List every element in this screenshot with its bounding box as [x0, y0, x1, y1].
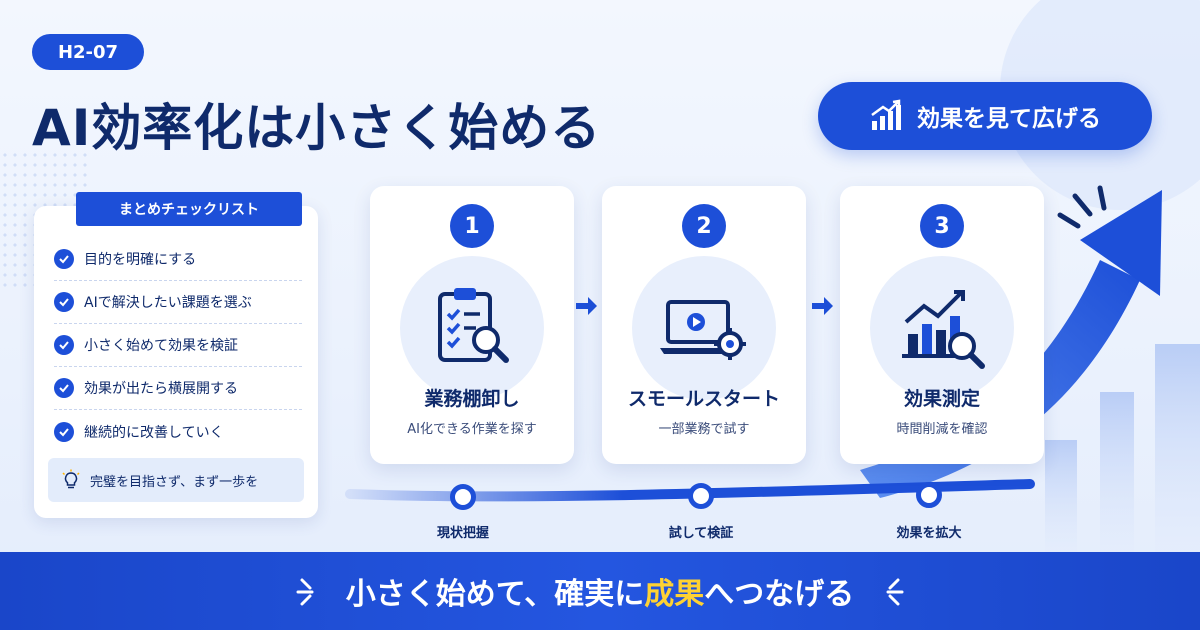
- timeline-label: 試して検証: [668, 526, 734, 541]
- slogan-part: へつなげる: [704, 577, 855, 612]
- list-item: 小さく始めて効果を検証: [54, 324, 302, 367]
- step-subtitle: AI化できる作業を探す: [407, 422, 537, 437]
- spark-right-icon: [886, 578, 904, 606]
- checklist-item-label: 目的を明確にする: [84, 252, 197, 268]
- page-title: AI効率化は小さく始める: [32, 99, 602, 157]
- step-title: 効果測定: [903, 388, 980, 410]
- timeline-node: [450, 484, 476, 510]
- slogan-part: 小さく始めて、確実に: [345, 577, 645, 612]
- check-icon: [54, 421, 74, 442]
- footer-slogan: 小さく始めて、確実に成果へつなげる: [346, 569, 855, 613]
- arrow-right-icon: [812, 297, 833, 315]
- arrow-right-icon: [576, 297, 597, 315]
- icon-background: [632, 256, 776, 400]
- step-card-1: 1 業務棚卸し AI化できる作業を探す: [370, 186, 574, 464]
- tip-box: 完璧を目指さず、まず一歩を: [48, 458, 304, 502]
- bar-chart-search-icon: [902, 290, 985, 369]
- timeline-node: [916, 482, 942, 508]
- laptop-play-gear-icon: [660, 300, 746, 360]
- step-number: 2: [682, 204, 726, 248]
- step-title: スモールスタート: [627, 388, 780, 410]
- step-number: 1: [450, 204, 494, 248]
- list-item: 効果が出たら横展開する: [54, 367, 302, 410]
- step-card-3: 3 効果測定 時間削減を確認: [840, 186, 1044, 464]
- checklist-item-label: 小さく始めて効果を検証: [84, 338, 238, 354]
- list-item: 継続的に改善していく: [54, 410, 302, 453]
- check-icon: [54, 249, 74, 269]
- step-subtitle: 時間削減を確認: [896, 422, 988, 437]
- step-number: 3: [920, 204, 964, 248]
- check-icon: [54, 335, 74, 355]
- check-icon: [54, 378, 74, 398]
- chart-up-icon: [871, 99, 901, 130]
- checklist-title: まとめチェックリスト: [76, 192, 302, 226]
- check-icon: [54, 292, 74, 312]
- expand-effect-badge: 効果を見て広げる: [818, 82, 1152, 150]
- expand-effect-label: 効果を見て広げる: [917, 106, 1101, 132]
- clipboard-search-icon: [438, 288, 509, 363]
- slogan-highlight: 成果: [644, 577, 705, 612]
- tip-text: 完璧を目指さず、まず一歩を: [90, 474, 259, 490]
- step-card-2: 2 スモールスタート 一部業務で試す: [602, 186, 806, 464]
- timeline-label: 現状把握: [436, 526, 489, 541]
- checklist-item-label: AIで解決したい課題を選ぶ: [84, 295, 252, 311]
- step-title: 業務棚卸し: [424, 388, 520, 410]
- growth-bar: [1100, 392, 1134, 552]
- checklist-item-label: 効果が出たら横展開する: [84, 381, 238, 397]
- checklist-item-label: 継続的に改善していく: [84, 424, 224, 441]
- timeline-node: [688, 483, 714, 509]
- footer-banner: 小さく始めて、確実に成果へつなげる: [0, 552, 1200, 630]
- lightbulb-icon: [62, 469, 80, 489]
- step-subtitle: 一部業務で試す: [658, 422, 750, 437]
- list-item: 目的を明確にする: [54, 238, 302, 281]
- section-code-badge: H2-07: [32, 34, 144, 70]
- icon-background: [400, 256, 544, 400]
- spark-left-icon: [296, 578, 314, 606]
- growth-bar: [1155, 344, 1200, 552]
- growth-bar: [1045, 440, 1077, 552]
- list-item: AIで解決したい課題を選ぶ: [54, 281, 302, 324]
- summary-checklist: 目的を明確にする AIで解決したい課題を選ぶ 小さく始めて効果を検証 効果が出た…: [34, 206, 318, 518]
- timeline-label: 効果を拡大: [896, 526, 962, 541]
- checklist-items: 目的を明確にする AIで解決したい課題を選ぶ 小さく始めて効果を検証 効果が出た…: [54, 238, 302, 453]
- icon-background: [870, 256, 1014, 400]
